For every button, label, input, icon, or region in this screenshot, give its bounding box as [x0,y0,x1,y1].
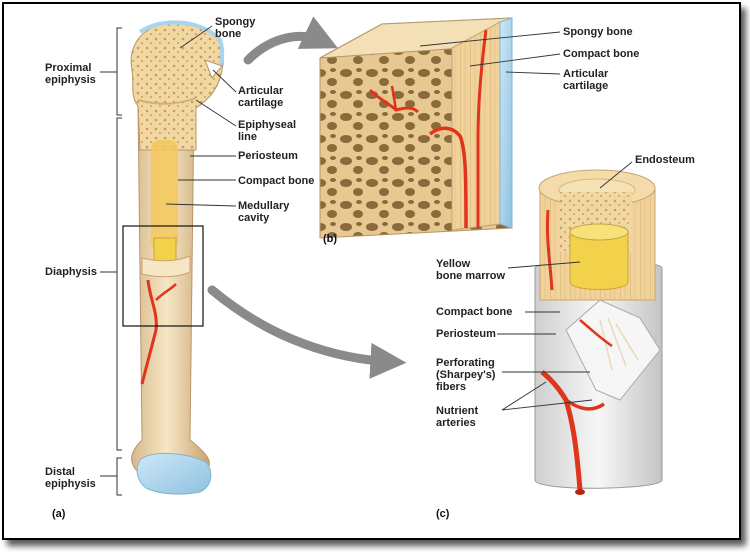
zoom-region-box [122,225,204,327]
nutrient-artery-a [140,279,158,385]
arrow-to-b [243,16,338,65]
label-a-compact-bone: Compact bone [238,175,315,187]
panel-label-a: (a) [52,508,66,520]
label-c-periosteum: Periosteum [436,328,496,340]
diaphysis-cutaway [534,169,663,495]
brackets [100,27,122,496]
label-b-spongy-bone: Spongy bone [563,26,633,38]
label-endosteum: Endosteum [635,154,695,166]
arrows [207,16,407,379]
panel-label-b: (b) [323,233,338,245]
leader-lines-c [497,161,633,411]
label-a-articular-cartilage: Articular cartilage [238,85,284,109]
medullary-cavity [151,140,178,250]
label-b-compact-bone: Compact bone [563,48,640,60]
panel-label-c: (c) [436,508,450,520]
label-distal-epiphysis: Distal epiphysis [45,466,96,490]
label-proximal-epiphysis: Proximal epiphysis [45,62,96,86]
label-b-articular-cartilage: Articular cartilage [563,68,609,92]
label-epiphyseal-line: Epiphyseal line [238,119,297,143]
yellow-bone-marrow [569,231,629,290]
label-perforating-fibers: Perforating (Sharpey's) fibers [436,357,496,393]
label-nutrient-arteries: Nutrient arteries [436,405,479,429]
label-a-periosteum: Periosteum [238,150,298,162]
leader-lines-b [419,31,561,75]
long-bone [122,20,225,495]
label-diaphysis: Diaphysis [45,266,97,278]
vessel-b3 [476,29,488,228]
vessel-b2 [428,126,468,229]
leader-lines-a [165,25,237,207]
nutrient-artery-c1 [545,209,554,291]
label-a-spongy-bone: Spongy bone [215,16,256,40]
epiphyseal-line [137,97,197,105]
label-medullary-cavity: Medullary cavity [238,200,290,224]
spongy-bone-block [319,17,513,239]
proximal-epiphysis-shape [130,21,224,151]
label-c-compact-bone: Compact bone [436,306,513,318]
arrow-to-c [207,285,407,379]
label-yellow-bone-marrow: Yellow bone marrow [436,258,506,282]
distal-articular-cartilage [136,452,212,495]
